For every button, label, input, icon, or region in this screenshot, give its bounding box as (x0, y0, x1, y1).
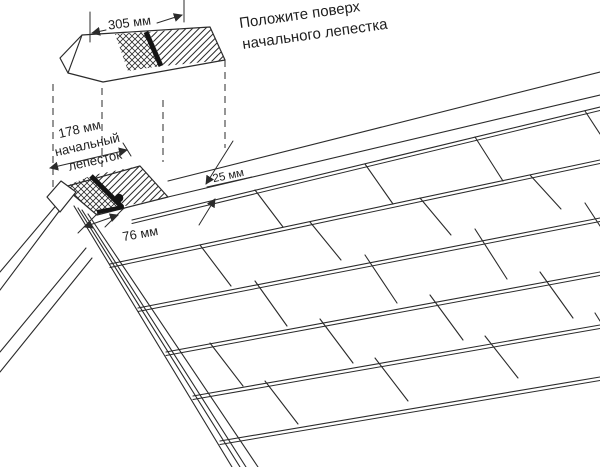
starter-tab (46, 165, 169, 216)
course-lines (109, 106, 600, 445)
rake-edge (73, 205, 259, 467)
nail-dot (114, 193, 124, 203)
dim-305-label: 305 мм (107, 12, 152, 32)
starter-tab-crosshatch-area (64, 176, 121, 215)
ridge-cap-hatch-area (149, 27, 225, 66)
dimension-76: 76 мм (77, 207, 159, 244)
left-slope (0, 195, 93, 373)
starter-tab-hatch-area (93, 166, 168, 206)
ridge-apex-flap (46, 180, 77, 213)
starter-tab-edge-strip (96, 205, 125, 214)
starter-tab-adhesive-strip (89, 174, 124, 209)
dimension-178: 178 мм начальный лепесток (49, 117, 132, 174)
roof-right-slope (109, 71, 600, 445)
dimension-305: 305 мм (89, 0, 185, 43)
ridge-line (167, 71, 600, 182)
dim-76-label: 76 мм (121, 223, 159, 244)
adhesive-strip (143, 30, 164, 68)
shingle-joints (199, 110, 600, 425)
ridge-cap-detail (59, 26, 226, 83)
annotation-note: Положите поверх начального лепестка (238, 0, 389, 53)
dimension-25: 25 мм (198, 140, 253, 226)
